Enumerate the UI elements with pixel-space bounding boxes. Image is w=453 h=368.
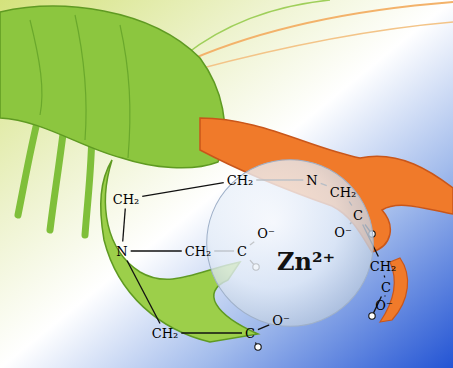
atom-holder: CH₂: [185, 241, 212, 260]
atom-symbol: N: [306, 174, 317, 187]
atom-holder: O⁻: [272, 310, 290, 329]
atom-symbol: CH₂: [227, 174, 254, 187]
antenna: [185, 0, 330, 55]
atom-holder: O⁻: [334, 222, 352, 241]
bond-line: [181, 332, 242, 333]
atom-symbol: N: [116, 245, 127, 258]
crayfish-body: [0, 6, 224, 168]
atom-symbol: CH₂: [152, 327, 179, 340]
atom-holder: O⁻: [375, 295, 393, 314]
atom-symbol: CH₂: [113, 193, 140, 206]
bond-line: [384, 276, 386, 278]
bond-line: [142, 183, 224, 197]
atom-holder: CH₂: [330, 182, 357, 201]
atom-symbol: C: [237, 245, 247, 258]
oxygen-ring: [369, 313, 375, 319]
atom-holder: C: [237, 241, 247, 260]
bond-line: [131, 250, 182, 251]
oxygen-ring: [255, 344, 261, 350]
bond-line: [258, 325, 269, 330]
atom-symbol: O⁻: [257, 227, 275, 240]
atom-symbol: CH₂: [330, 186, 357, 199]
bond-line: [127, 261, 160, 324]
antenna: [190, 2, 453, 60]
atom-holder: C: [353, 205, 363, 224]
atom-symbol: O⁻: [334, 226, 352, 239]
ion-label: Zn²⁺: [277, 250, 335, 274]
atom-symbol: CH₂: [185, 245, 212, 258]
atom-holder: C: [381, 277, 391, 296]
atom-symbol: C: [353, 209, 363, 222]
bond-line: [384, 296, 385, 297]
atom-holder: CH₂: [227, 170, 254, 189]
bond-line: [123, 209, 126, 242]
atom-symbol: CH₂: [370, 260, 397, 273]
atom-symbol: C: [381, 281, 391, 294]
atom-holder: O⁻: [257, 223, 275, 242]
atom-holder: CH₂: [113, 189, 140, 208]
atom-symbol: O⁻: [272, 314, 290, 327]
atom-holder: CH₂: [152, 323, 179, 342]
atom-symbol: O⁻: [375, 299, 393, 312]
atom-holder: N: [306, 170, 317, 189]
atom-holder: N: [116, 241, 127, 260]
atom-holder: CH₂: [370, 256, 397, 275]
atom-symbol: C: [245, 327, 255, 340]
antenna: [195, 22, 453, 70]
body-segments: [30, 15, 130, 158]
atom-holder: C: [245, 323, 255, 342]
